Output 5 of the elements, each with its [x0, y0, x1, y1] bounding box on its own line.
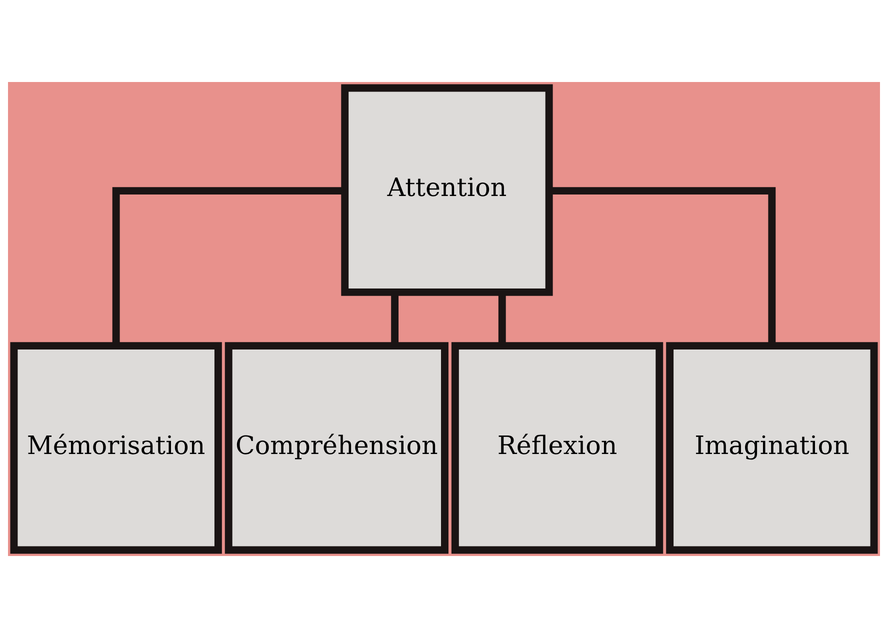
node-box: Attention — [341, 84, 553, 296]
node-box: Réflexion — [451, 342, 664, 554]
node-box: Imagination — [666, 342, 878, 554]
node-box: Compréhension — [224, 342, 448, 554]
node-box: Mémorisation — [10, 342, 222, 554]
